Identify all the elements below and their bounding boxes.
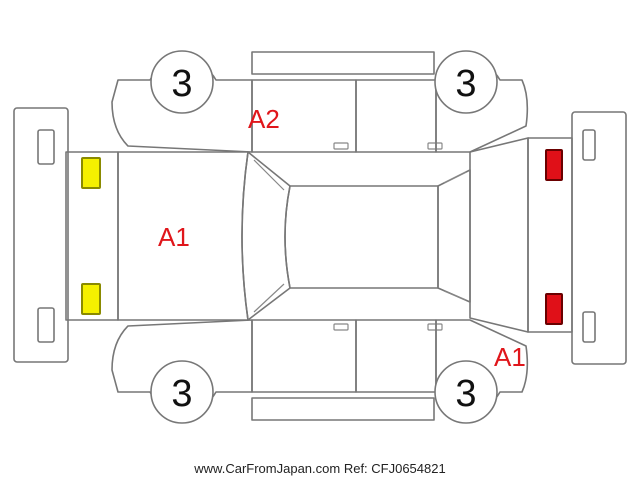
windshield <box>241 151 291 321</box>
wheel-rear-right: 3 <box>434 360 498 424</box>
front-bumper <box>13 107 69 363</box>
rear-bumper <box>571 111 627 365</box>
tailgate <box>469 137 573 333</box>
wheel-front-right-score: 3 <box>171 373 192 415</box>
damage-code-front-left-door: A2 <box>248 104 280 134</box>
rear-lamp-right <box>545 293 563 325</box>
rear-window <box>437 169 471 303</box>
wheel-front-left: 3 <box>150 50 214 114</box>
front-lamp-right <box>81 283 101 315</box>
damage-code-rear-right-quarter: A1 <box>494 342 526 372</box>
roof <box>284 185 439 289</box>
rear-lamp-left <box>545 149 563 181</box>
wheel-rear-left-score: 3 <box>455 63 476 105</box>
damage-code-hood: A1 <box>158 222 190 252</box>
wheel-front-right: 3 <box>150 360 214 424</box>
wheel-front-left-score: 3 <box>171 63 192 105</box>
wheel-rear-left: 3 <box>434 50 498 114</box>
watermark-text: www.CarFromJapan.com Ref: CFJ0654821 <box>193 461 445 476</box>
wheel-rear-right-score: 3 <box>455 373 476 415</box>
front-lamp-left <box>81 157 101 189</box>
